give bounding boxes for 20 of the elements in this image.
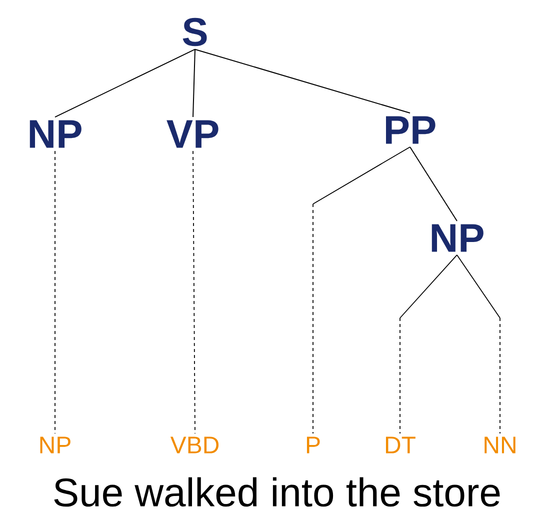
phrase-label: PP [386,116,436,144]
tree-branch [192,150,196,434]
tree-branch [192,48,196,118]
tree-branch [400,254,458,434]
tag-label: P [306,436,320,454]
tree-branch [194,48,410,114]
phrase-label: NP [432,224,484,252]
phrase-label: S [182,18,207,46]
phrase-label: NP [30,120,82,148]
tree-branch [410,146,458,222]
sentence: Sue walked into the store [54,477,500,507]
tag-label: NN [484,436,516,454]
tag-label: VBD [170,436,219,454]
tree-branch [456,254,500,434]
phrase-label: VP [166,120,218,148]
tree-branch [312,146,410,434]
tag-label: DT [386,436,416,454]
tree-branch [54,48,196,118]
tree-branch [54,150,56,434]
tag-label: NP [40,436,70,454]
